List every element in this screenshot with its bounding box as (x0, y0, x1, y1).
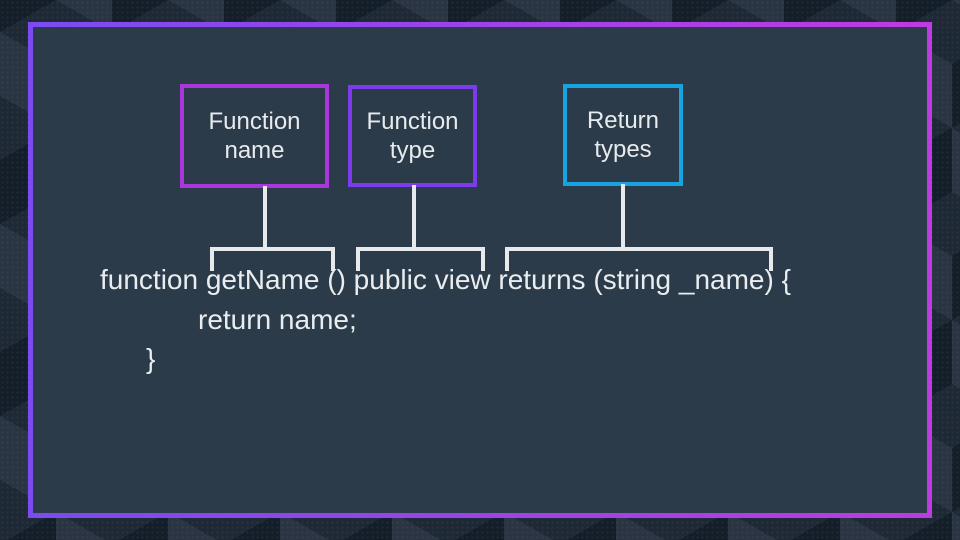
callout-function-name-line1: Function (208, 108, 301, 135)
code-line-return-statement: return name; (198, 304, 357, 335)
callout-function-name-line2: name (224, 137, 285, 164)
slide-frame (28, 22, 932, 518)
callout-return-types: Return types (563, 84, 683, 186)
connector-stem-return-types (621, 184, 625, 247)
callout-function-name: Function name (180, 84, 329, 188)
connector-stem-function-type (412, 185, 416, 247)
callout-return-types-line1: Return (586, 107, 660, 134)
connector-bracket-function-type (356, 247, 485, 271)
callout-function-type: Function type (348, 85, 477, 187)
code-line-closing-brace: } (146, 343, 156, 374)
connector-bracket-return-types (505, 247, 773, 271)
callout-return-types-line2: types (594, 136, 652, 163)
connector-stem-function-name (263, 186, 267, 247)
connector-bracket-function-name (210, 247, 335, 271)
callout-function-type-line1: Function (366, 108, 459, 135)
code-line-signature: function getName () public view returns … (100, 264, 791, 295)
callout-function-type-line2: type (389, 137, 436, 164)
